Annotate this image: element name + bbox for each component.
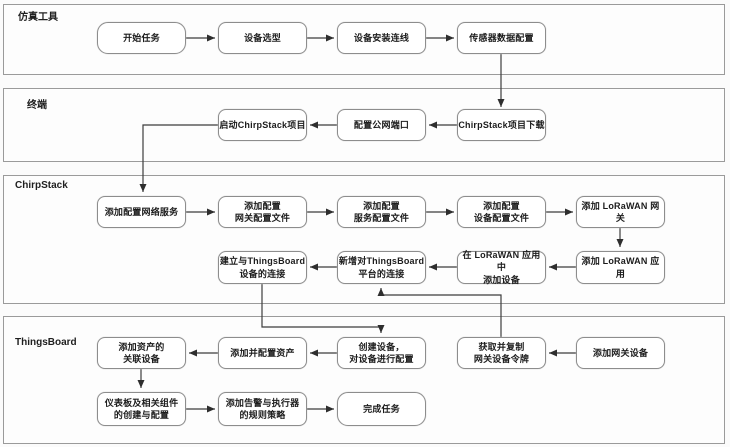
node-add-alarm-actuator-rules: 添加告警与执行器 的规则策略 — [218, 392, 307, 426]
node-finish-task: 完成任务 — [337, 392, 426, 426]
node-add-gateway-profile: 添加配置 网关配置文件 — [218, 196, 307, 228]
node-add-gateway-device: 添加网关设备 — [576, 337, 665, 369]
node-add-thingsboard-connection: 新增对ThingsBoard 平台的连接 — [337, 251, 426, 284]
node-sensor-data-config: 传感器数据配置 — [457, 22, 546, 54]
node-add-device-in-app: 在 LoRaWAN 应用中 添加设备 — [457, 250, 546, 285]
node-public-port-config: 配置公网端口 — [337, 109, 426, 141]
node-add-configure-asset: 添加并配置资产 — [218, 337, 307, 369]
node-add-device-profile: 添加配置 设备配置文件 — [457, 196, 546, 228]
node-dashboard-create-configure: 仪表板及相关组件 的创建与配置 — [97, 392, 186, 426]
node-start-chirpstack: 启动ChirpStack项目 — [218, 109, 307, 141]
lane-label-terminal: 终端 — [27, 100, 47, 111]
node-add-network-service: 添加配置网络服务 — [97, 196, 186, 228]
node-add-asset-related-device: 添加资产的 关联设备 — [97, 337, 186, 369]
node-add-service-profile: 添加配置 服务配置文件 — [337, 196, 426, 228]
lane-label-chirpstack: ChirpStack — [15, 180, 68, 191]
lane-chirpstack — [3, 175, 725, 304]
node-chirpstack-download: ChirpStack项目下载 — [457, 109, 546, 141]
lane-label-simulation-tool: 仿真工具 — [18, 12, 58, 23]
node-add-lorawan-app: 添加 LoRaWAN 应用 — [576, 251, 665, 284]
lane-label-thingsboard: ThingsBoard — [15, 337, 77, 348]
node-device-selection: 设备选型 — [218, 22, 307, 54]
node-establish-device-connection: 建立与ThingsBoard 设备的连接 — [218, 251, 307, 284]
node-start-task: 开始任务 — [97, 22, 186, 54]
node-create-device-configure: 创建设备， 对设备进行配置 — [337, 337, 426, 369]
node-get-copy-gateway-token: 获取并复制 网关设备令牌 — [457, 337, 546, 369]
node-add-lorawan-gateway: 添加 LoRaWAN 网关 — [576, 196, 665, 228]
node-device-install-wiring: 设备安装连线 — [337, 22, 426, 54]
